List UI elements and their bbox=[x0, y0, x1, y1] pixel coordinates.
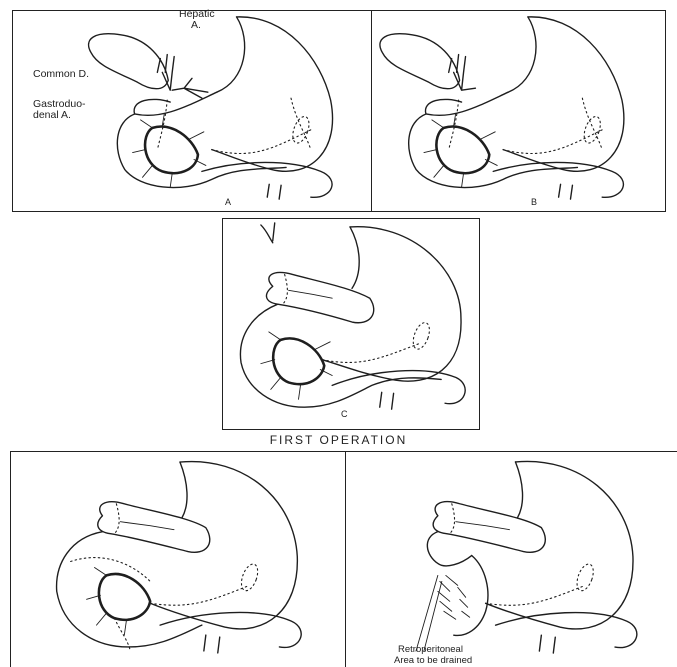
panel-b: B bbox=[371, 10, 666, 212]
panel-b-illustration bbox=[372, 11, 665, 211]
panel-e: Retroperitoneal Area to be drained bbox=[345, 451, 677, 667]
panel-a-caption: A bbox=[225, 197, 231, 207]
gastroduodenal-artery-label-line2: denal A. bbox=[33, 110, 71, 121]
panel-d-illustration bbox=[11, 452, 345, 667]
hepatic-artery-label-a: A. bbox=[191, 20, 201, 31]
panel-a: Hepatic A. Common D. Gastroduo- denal A.… bbox=[12, 10, 372, 212]
panel-c-illustration bbox=[223, 219, 479, 429]
panel-d bbox=[10, 451, 346, 667]
panel-c: C bbox=[222, 218, 480, 430]
panel-e-illustration bbox=[346, 452, 677, 667]
panel-b-caption: B bbox=[531, 197, 537, 207]
common-duct-label: Common D. bbox=[33, 69, 89, 80]
retroperitoneal-label-line1: Retroperitoneal bbox=[398, 644, 463, 655]
panel-c-caption: C bbox=[341, 409, 348, 419]
first-operation-caption: FIRST OPERATION bbox=[0, 433, 677, 447]
retroperitoneal-label-line2: Area to be drained bbox=[394, 655, 472, 666]
